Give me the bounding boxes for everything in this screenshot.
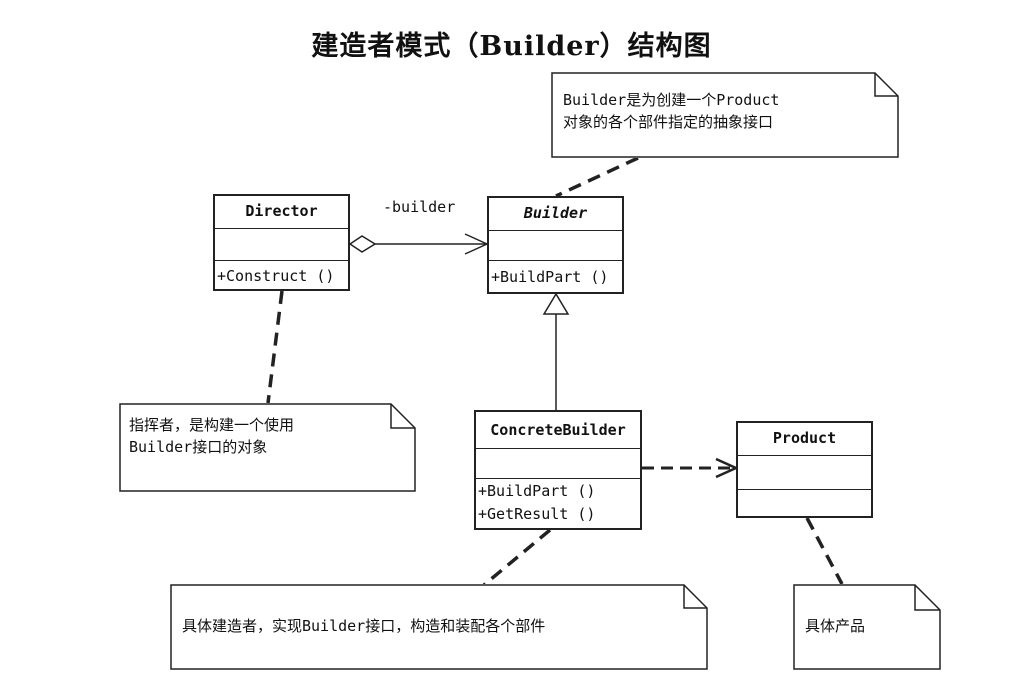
- builder-note-text: 对象的各个部件指定的抽象接口: [563, 113, 774, 131]
- builder-note-anchor: [555, 156, 639, 198]
- director-note: 指挥者，是构建一个使用 Builder接口的对象: [119, 403, 416, 492]
- director-class-name: Director: [215, 196, 348, 229]
- product-note: 具体产品: [793, 584, 941, 670]
- product-class-name: Product: [738, 423, 871, 456]
- director-attributes: [215, 229, 348, 261]
- builder-operation: +BuildPart (): [491, 268, 609, 286]
- note-shape: [170, 584, 708, 670]
- concrete-note-anchor: [482, 528, 552, 587]
- director-note-text: Builder接口的对象: [129, 438, 268, 456]
- product-note-text: 具体产品: [805, 617, 866, 635]
- concrete-builder-class: ConcreteBuilder +BuildPart () +GetResult…: [474, 410, 642, 530]
- builder-operations: +BuildPart (): [489, 261, 622, 288]
- concrete-builder-class-name: ConcreteBuilder: [476, 412, 640, 449]
- builder-class-name: Builder: [489, 198, 622, 231]
- note-shape: [793, 584, 941, 670]
- generalization-triangle: [542, 292, 570, 315]
- aggregation-diamond: [348, 235, 377, 253]
- product-class: Product: [736, 421, 873, 518]
- builder-attributes: [489, 231, 622, 261]
- concrete-builder-note: 具体建造者，实现Builder接口，构造和装配各个部件: [170, 584, 708, 670]
- director-note-text: 指挥者，是构建一个使用: [129, 416, 295, 434]
- builder-note-text: Builder是为创建一个Product: [563, 91, 780, 109]
- concrete-builder-operations: +BuildPart () +GetResult (): [476, 479, 640, 526]
- director-operation: +Construct (): [217, 267, 335, 285]
- director-class: Director +Construct (): [213, 194, 350, 291]
- note-shape: [119, 403, 416, 492]
- director-operations: +Construct (): [215, 261, 348, 287]
- product-note-anchor: [805, 517, 844, 585]
- director-note-anchor: [266, 290, 284, 404]
- association-role-label: -builder: [383, 198, 456, 216]
- builder-note: Builder是为创建一个Product 对象的各个部件指定的抽象接口: [551, 72, 899, 158]
- concrete-builder-attributes: [476, 449, 640, 479]
- diagram-title: 建造者模式（Builder）结构图: [311, 31, 712, 62]
- concrete-builder-operation: +GetResult (): [478, 505, 596, 523]
- note-shape: [551, 72, 899, 158]
- product-attributes: [738, 456, 871, 490]
- concrete-builder-operation: +BuildPart (): [478, 482, 596, 500]
- builder-class: Builder +BuildPart (): [487, 196, 624, 294]
- concrete-builder-note-text: 具体建造者，实现Builder接口，构造和装配各个部件: [182, 617, 546, 635]
